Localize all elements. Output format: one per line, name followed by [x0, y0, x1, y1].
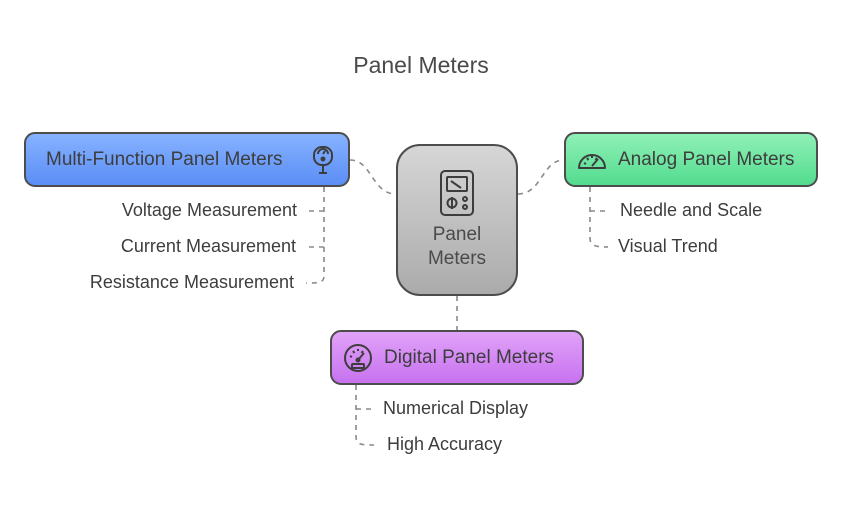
node-multi-function-label: Multi-Function Panel Meters: [46, 148, 283, 170]
connector-multi-trunk: [305, 187, 325, 284]
connector-digital-trunk: [355, 385, 375, 446]
node-center[interactable]: Panel Meters: [396, 144, 518, 296]
connector-analog-trunk: [589, 187, 609, 248]
parking-meter-icon: [312, 145, 334, 175]
node-analog-label: Analog Panel Meters: [618, 148, 795, 170]
leaf-current-measurement: Current Measurement: [120, 236, 296, 256]
node-center-label-line1: Panel: [432, 224, 482, 245]
connector-center-multi: [349, 159, 397, 195]
leaf-numerical-display: Numerical Display: [383, 398, 529, 418]
leaf-visual-trend: Visual Trend: [618, 236, 718, 256]
leaf-high-accuracy: High Accuracy: [387, 434, 503, 454]
node-analog[interactable]: Analog Panel Meters: [564, 132, 818, 187]
speedometer-icon: [342, 343, 374, 373]
diagram-title: Panel Meters: [353, 52, 489, 78]
node-digital-label: Digital Panel Meters: [384, 346, 555, 368]
leaf-resistance-measurement: Resistance Measurement: [89, 272, 294, 292]
node-center-label: Panel Meters: [428, 223, 486, 271]
node-digital[interactable]: Digital Panel Meters: [330, 330, 584, 385]
gauge-icon: [576, 149, 608, 171]
leaf-needle-and-scale: Needle and Scale: [620, 200, 763, 220]
node-multi-function[interactable]: Multi-Function Panel Meters: [24, 132, 350, 187]
node-center-label-line2: Meters: [427, 248, 487, 269]
multimeter-icon: [439, 169, 475, 217]
connector-center-analog: [517, 159, 565, 195]
leaf-voltage-measurement: Voltage Measurement: [121, 200, 297, 220]
